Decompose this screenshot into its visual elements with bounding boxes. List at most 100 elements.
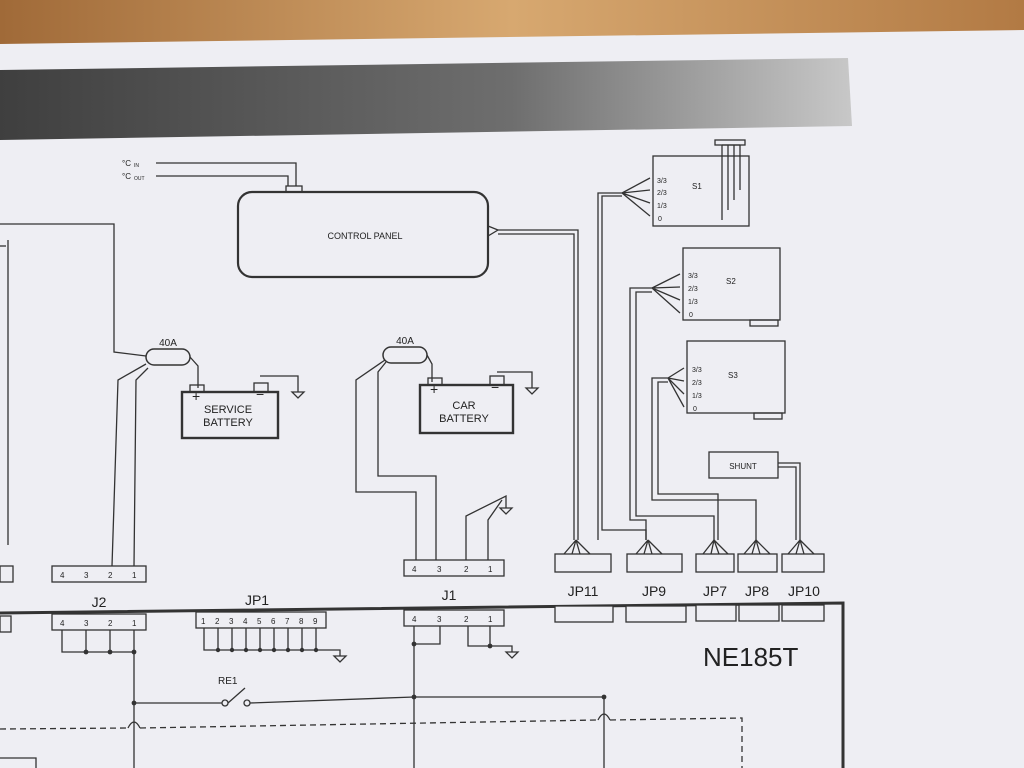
service-battery-label-2: BATTERY — [203, 417, 253, 429]
temp-in-sub: IN — [134, 163, 139, 169]
service-fuse-to-battery — [189, 356, 199, 388]
jp8-connector-board — [738, 604, 780, 622]
j1-ground-wire-b — [487, 499, 503, 560]
junction-dot — [299, 647, 305, 653]
car-battery-pos-terminal — [427, 377, 443, 386]
temp-wire-out — [156, 175, 289, 186]
jp9-label: JP9 — [642, 583, 666, 599]
ne185t-board-border — [0, 601, 845, 768]
sensor-s1-box — [652, 155, 750, 227]
j1-board-pin: 4 — [412, 615, 417, 624]
service-battery-minus: − — [256, 386, 264, 402]
jp1-pin: 2 — [215, 617, 220, 626]
shunt-wires — [778, 462, 801, 540]
junction-dot — [131, 700, 137, 706]
junction-dot — [243, 647, 249, 653]
j1-board-pin: 1 — [488, 615, 493, 624]
jp8-fan — [743, 539, 771, 555]
sensor-s1-name: S1 — [692, 182, 702, 191]
jp8-label: JP8 — [745, 583, 769, 599]
jp11-connector-top — [554, 553, 612, 573]
jp9-fan — [635, 539, 663, 555]
temp-wire-in — [156, 162, 297, 186]
junction-dot — [313, 647, 319, 653]
service-battery-plus: + — [192, 388, 200, 404]
jp1-pin: 1 — [201, 617, 206, 626]
sensor-s2-box — [682, 247, 781, 321]
j1-top-pin: 3 — [437, 565, 442, 574]
j2-top-pin: 4 — [60, 571, 65, 580]
sensor-s1-level: 1/3 — [657, 203, 667, 210]
ground-icon — [524, 387, 540, 395]
sensor-s3-level: 3/3 — [692, 367, 702, 374]
car-fuse-label: 40A — [396, 336, 414, 347]
sensor-s3-harness — [651, 367, 757, 540]
ground-icon — [290, 391, 306, 399]
j1-top-pin: 4 — [412, 565, 417, 574]
j1-board-pin: 2 — [464, 615, 469, 624]
board-model-label: NE185T — [703, 642, 798, 672]
j2-top-pin: 2 — [108, 571, 113, 580]
car-battery-label-2: BATTERY — [439, 413, 489, 425]
j2-board-pin: 4 — [60, 619, 65, 628]
ground-icon — [332, 655, 348, 663]
j2-top-pin: 1 — [132, 571, 137, 580]
j2-board-pin: 1 — [132, 619, 137, 628]
jp10-fan — [787, 539, 815, 555]
jp1-pin: 4 — [243, 617, 248, 626]
temp-out-label: °C — [122, 172, 131, 181]
ground-icon — [504, 651, 520, 659]
relay-label: RE1 — [218, 676, 238, 687]
junction-dot — [131, 649, 137, 655]
relay-contact-a — [221, 699, 229, 707]
control-panel-cable — [498, 229, 579, 540]
junction-dot — [257, 647, 263, 653]
control-panel-cable-b — [498, 233, 575, 540]
sensor-s2-foot — [749, 319, 779, 327]
service-fuse — [145, 348, 191, 366]
car-fuse-to-battery — [426, 354, 433, 382]
junction-dot — [411, 694, 417, 700]
junction-dot — [271, 647, 277, 653]
sensor-s1-level: 2/3 — [657, 190, 667, 197]
shunt-box — [708, 451, 779, 479]
control-panel-connector — [487, 225, 500, 238]
car-fuse-to-j1 — [355, 359, 417, 560]
jp1-pin: 7 — [285, 617, 290, 626]
junction-dot — [285, 647, 291, 653]
j1-top-pin: 2 — [464, 565, 469, 574]
sensor-s2-level: 3/3 — [688, 273, 698, 280]
jp1-pin: 9 — [313, 617, 318, 626]
printed-header-band — [0, 58, 852, 140]
junction-dot — [601, 694, 607, 700]
left-connector-board — [0, 615, 12, 633]
sensor-s2-name: S2 — [726, 277, 736, 286]
junction-dots — [83, 641, 607, 706]
sensor-s3-name: S3 — [728, 371, 738, 380]
junction-dot — [487, 643, 493, 649]
junction-dot — [83, 649, 89, 655]
jp10-label: JP10 — [788, 583, 820, 599]
sensor-s3-level: 2/3 — [692, 380, 702, 387]
junction-dot — [229, 647, 235, 653]
left-connector-top — [0, 565, 14, 583]
j2-label: J2 — [92, 594, 107, 610]
jp11-connector-board — [554, 605, 614, 623]
j1-connector-board — [403, 609, 505, 627]
sensor-s1-harness — [597, 177, 651, 540]
left-board-stub — [0, 757, 37, 768]
car-battery-label-1: CAR — [452, 400, 475, 412]
board-dashed-line-hop — [127, 713, 611, 729]
j1-board-pin: 3 — [437, 615, 442, 624]
jp7-label: JP7 — [703, 583, 727, 599]
jp1-connector-board — [195, 611, 327, 629]
j1-top-pin: 1 — [488, 565, 493, 574]
temp-in-label: °C — [122, 159, 131, 168]
sensor-s3-foot — [753, 412, 783, 420]
jp10-connector-top — [781, 553, 825, 573]
relay-contact-b — [243, 699, 251, 707]
j1-label: J1 — [442, 587, 457, 603]
car-battery-minus: − — [491, 379, 499, 395]
service-battery-pos-terminal — [189, 384, 205, 393]
